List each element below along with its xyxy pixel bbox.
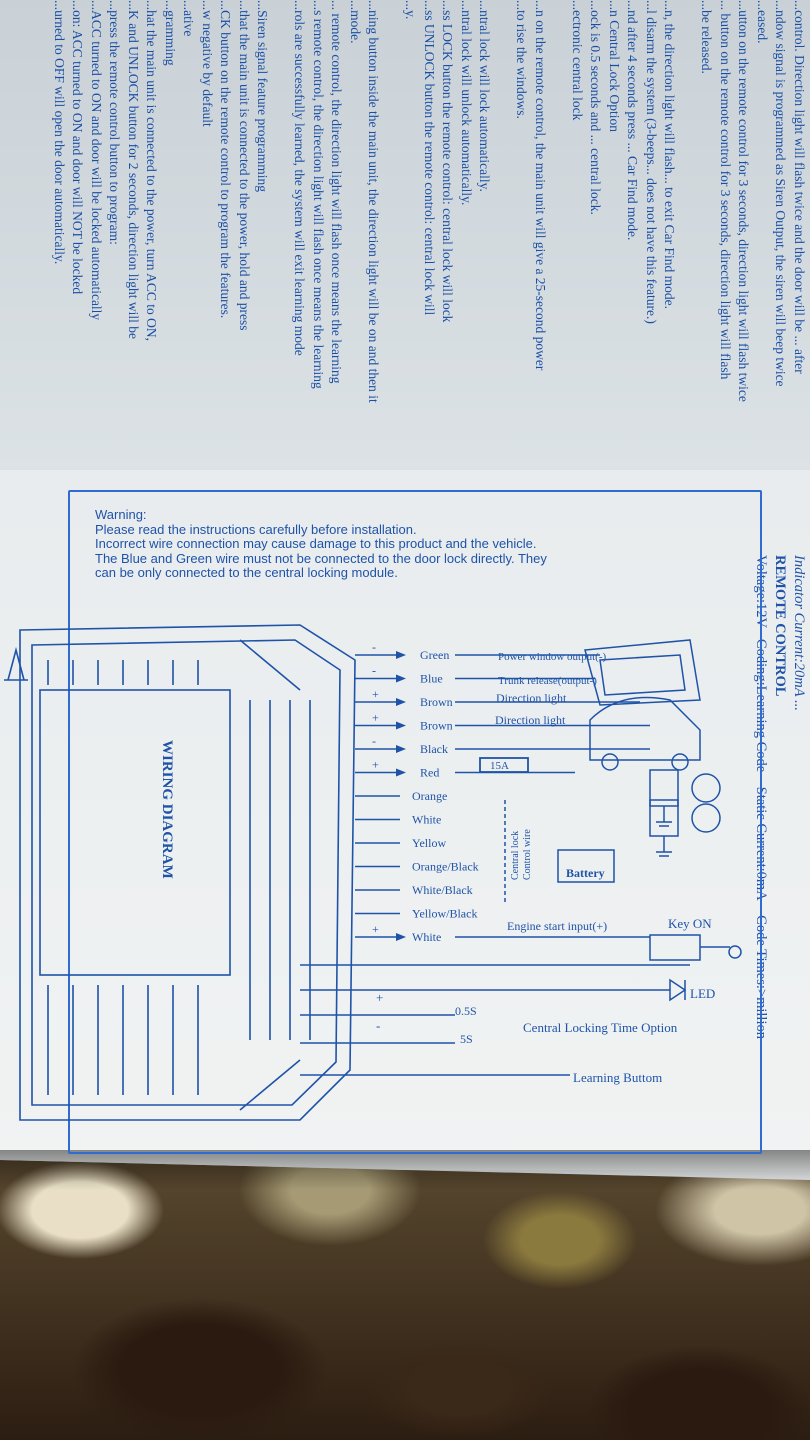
main-unit-inner <box>31 639 341 1106</box>
output-direction-1: Direction light <box>496 691 567 705</box>
car-icon <box>589 696 701 761</box>
wire-polarity: + <box>372 758 379 772</box>
wire-label: Black <box>420 742 448 756</box>
diagram-title: WIRING DIAGRAM <box>159 740 175 879</box>
wire-label: Green <box>420 648 449 662</box>
wire-label: Orange <box>412 789 447 803</box>
time-05s: 0.5S <box>455 1004 477 1018</box>
wire-label: White/Black <box>412 883 473 897</box>
time-5s: 5S <box>460 1032 473 1046</box>
warning-line-4: can be only connected to the central loc… <box>95 565 398 580</box>
minus-sign: - <box>376 1018 380 1033</box>
main-unit-outline <box>19 624 356 1121</box>
control-wire-label: Control wire <box>522 829 533 880</box>
wire-0 <box>355 651 600 659</box>
led-label: LED <box>690 986 715 1001</box>
warning-line-1: Please read the instructions carefully b… <box>95 521 417 537</box>
wire-label: Yellow/Black <box>412 907 477 921</box>
ground-symbol <box>4 646 28 681</box>
fuse <box>479 757 529 773</box>
warning-line-3: The Blue and Green wire must not be conn… <box>95 550 547 566</box>
wire-label: Brown <box>420 695 453 709</box>
wire-polarity: + <box>372 687 379 701</box>
wire-polarity: - <box>372 640 376 654</box>
output-direction-2: Direction light <box>495 713 566 727</box>
manual-sheet <box>0 0 810 1180</box>
carpet-background <box>0 1150 810 1440</box>
wire-polarity: + <box>372 922 379 936</box>
wire-3 <box>355 721 650 730</box>
output-power-window: Power window output(-) <box>498 651 606 663</box>
diagram-page <box>0 470 810 1170</box>
unit-slats <box>47 660 311 1095</box>
wire-12 <box>355 933 650 941</box>
wire-label: Blue <box>420 672 443 686</box>
led-icon <box>669 978 687 1002</box>
sheet-shadow <box>0 1150 810 1190</box>
wire-lines <box>300 651 690 1076</box>
output-trunk: Trunk release(output-) <box>498 675 597 687</box>
battery-label: Battery <box>566 866 605 880</box>
warning-heading: Warning: <box>95 507 147 522</box>
wire-label: Brown <box>420 719 453 733</box>
direction-light-1 <box>649 769 721 827</box>
wire-label: Red <box>420 766 439 780</box>
diagram-frame <box>68 490 762 1154</box>
key-icon <box>649 934 730 961</box>
wire-label: Orange/Black <box>412 860 479 874</box>
window-icon <box>584 639 701 706</box>
time-option-label: Central Locking Time Option <box>523 1020 678 1035</box>
wire-polarity: + <box>372 711 379 725</box>
wire-polarity: - <box>372 664 376 678</box>
battery-box <box>557 849 615 883</box>
wire-label: White <box>412 930 441 944</box>
fuse-label: 15A <box>490 760 509 772</box>
warning-block: Warning: Please read the instructions ca… <box>95 507 547 581</box>
wire-4 <box>355 745 650 753</box>
wire-1 <box>355 674 595 683</box>
wire-label: White <box>412 813 441 827</box>
learning-label: Learning Buttom <box>573 1070 662 1085</box>
warning-line-2: Incorrect wire connection may cause dama… <box>95 536 537 551</box>
central-lock-label: Central lock <box>510 831 521 880</box>
engine-start-label: Engine start input(+) <box>507 919 607 933</box>
key-on-label: Key ON <box>668 916 712 931</box>
main-unit-panel <box>39 689 231 976</box>
plus-sign: + <box>376 990 383 1005</box>
wire-label: Yellow <box>412 836 446 850</box>
direction-light-2 <box>649 799 721 857</box>
wire-5 <box>355 768 575 777</box>
wire-polarity: - <box>372 734 376 748</box>
instructions-page <box>0 0 810 500</box>
wire-2 <box>355 698 640 706</box>
